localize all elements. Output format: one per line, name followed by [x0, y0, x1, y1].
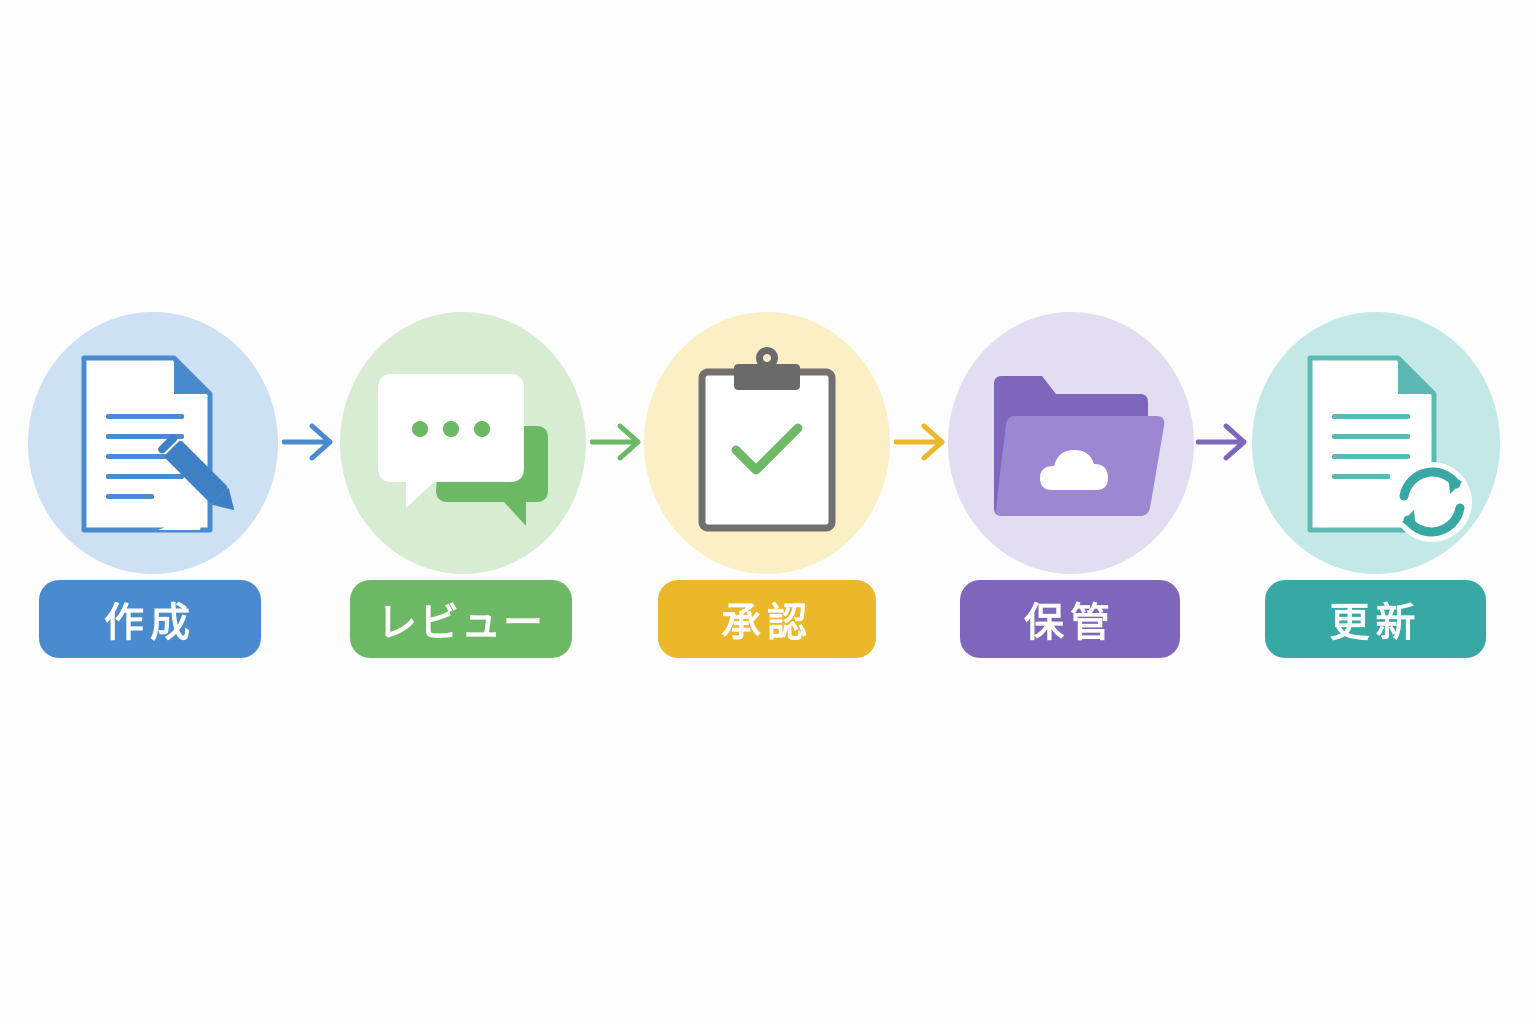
arrow-right-icon — [282, 423, 333, 461]
document-edit-icon — [81, 355, 235, 533]
step-store: 保管 — [948, 0, 1208, 1024]
step-store-circle — [948, 312, 1194, 574]
step-create: 作成 — [28, 0, 288, 1024]
arrow-right-icon — [1196, 423, 1247, 461]
arrow-right-icon — [894, 423, 945, 461]
step-approve: 承認 — [644, 0, 904, 1024]
step-store-label: 保管 — [960, 580, 1180, 658]
step-approve-label: 承認 — [658, 580, 876, 658]
step-create-circle — [28, 312, 278, 574]
arrow-right-icon — [590, 423, 641, 461]
document-sync-icon — [1307, 355, 1472, 542]
chat-bubbles-icon — [378, 374, 548, 526]
step-update-label: 更新 — [1265, 580, 1486, 658]
step-review-label: レビュー — [350, 580, 572, 658]
step-create-label: 作成 — [39, 580, 261, 658]
step-update-circle — [1252, 312, 1500, 574]
step-approve-circle — [644, 312, 890, 574]
step-review-circle — [340, 312, 586, 574]
step-update: 更新 — [1252, 0, 1512, 1024]
step-review: レビュー — [340, 0, 600, 1024]
cloud-folder-icon — [994, 376, 1165, 516]
clipboard-check-icon — [698, 347, 836, 532]
